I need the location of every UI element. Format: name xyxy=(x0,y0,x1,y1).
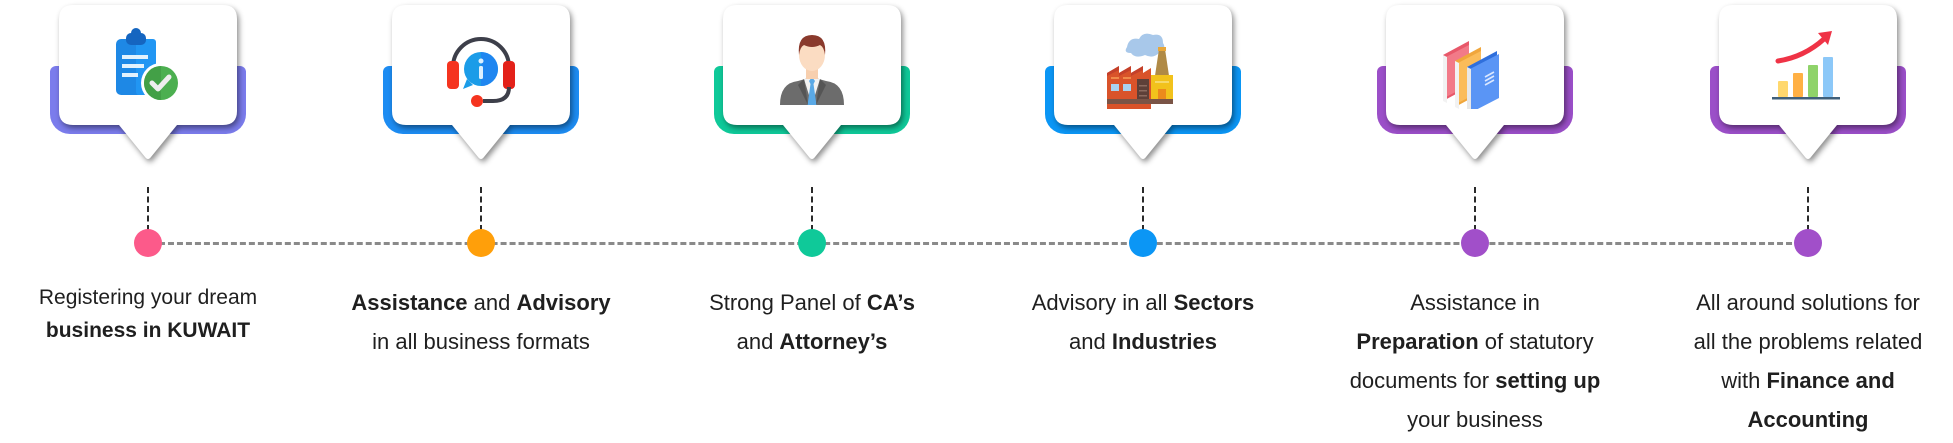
emphasis-text: business in KUWAIT xyxy=(45,319,251,342)
step-connector xyxy=(147,187,149,231)
body-text: your business xyxy=(1407,407,1543,432)
description-line: Advisory in all Sectors xyxy=(978,283,1308,322)
body-text: Registering your dream xyxy=(38,286,258,309)
step-connector xyxy=(811,187,813,231)
description-line: all the problems related xyxy=(1643,322,1953,361)
callout-card xyxy=(392,5,570,165)
emphasis-text: Advisory xyxy=(516,290,611,315)
body-text: of statutory xyxy=(1478,329,1594,354)
step-connector xyxy=(480,187,482,231)
description-line: business in KUWAIT xyxy=(0,314,313,347)
callout-card xyxy=(1386,5,1564,165)
timeline-dot xyxy=(134,229,162,257)
timeline-dot xyxy=(1129,229,1157,257)
emphasis-text: Sectors xyxy=(1173,290,1255,315)
description-line: Assistance in xyxy=(1310,283,1640,322)
description-line: Registering your dream xyxy=(0,281,313,314)
callout-card xyxy=(59,5,237,165)
body-text: and xyxy=(467,290,517,315)
emphasis-text: Preparation xyxy=(1356,329,1479,354)
emphasis-text: CA’s xyxy=(866,290,915,315)
body-text: with xyxy=(1721,368,1767,393)
callout-card xyxy=(723,5,901,165)
timeline-step-assistance-advisory: Assistance and Advisory in all business f… xyxy=(316,0,646,443)
clipboard-check-icon xyxy=(116,28,181,103)
body-text: Assistance in xyxy=(1410,290,1540,315)
step-connector xyxy=(1807,187,1809,231)
emphasis-text: Attorney’s xyxy=(779,329,888,354)
factory-icon xyxy=(1107,33,1173,109)
timeline-step-registration: Registering your dream business in KUWAIT xyxy=(0,0,313,443)
description-line: in all business formats xyxy=(316,322,646,361)
headset-info-icon xyxy=(447,37,515,107)
timeline-dot xyxy=(1794,229,1822,257)
timeline-dot xyxy=(467,229,495,257)
timeline-dot xyxy=(798,229,826,257)
body-text: All around solutions for xyxy=(1696,290,1920,315)
body-text: Advisory in all xyxy=(1031,290,1174,315)
folders-icon xyxy=(1443,41,1499,109)
body-text: in all business formats xyxy=(372,329,590,354)
timeline-connector xyxy=(150,242,1810,245)
description-line: All around solutions for xyxy=(1643,283,1953,322)
description-line: and Attorney’s xyxy=(647,322,977,361)
callout-card xyxy=(1054,5,1232,165)
description-line: and Industries xyxy=(978,322,1308,361)
body-text: all the problems related xyxy=(1693,329,1923,354)
body-text: and xyxy=(1069,329,1112,354)
step-description: All around solutions for all the problems… xyxy=(1643,283,1953,439)
description-line: Preparation of statutory xyxy=(1310,322,1640,361)
businessman-icon xyxy=(780,35,844,105)
emphasis-text: Finance and xyxy=(1766,368,1895,393)
step-connector xyxy=(1142,187,1144,231)
step-description: Registering your dream business in KUWAIT xyxy=(0,281,313,347)
timeline-step-finance: All around solutions for all the problems… xyxy=(1643,0,1953,443)
description-line: your business xyxy=(1310,400,1640,439)
emphasis-text: setting up xyxy=(1495,368,1601,393)
growth-chart-icon xyxy=(1772,31,1840,100)
description-line: documents for setting up xyxy=(1310,361,1640,400)
description-line: Assistance and Advisory xyxy=(316,283,646,322)
description-line: Accounting xyxy=(1643,400,1953,439)
body-text: and xyxy=(736,329,780,354)
emphasis-text: Industries xyxy=(1111,329,1217,354)
callout-card xyxy=(1719,5,1897,165)
emphasis-text: Assistance xyxy=(351,290,468,315)
timeline-dot xyxy=(1461,229,1489,257)
description-line: with Finance and xyxy=(1643,361,1953,400)
step-connector xyxy=(1474,187,1476,231)
body-text: Strong Panel of xyxy=(709,290,867,315)
emphasis-text: Accounting xyxy=(1747,407,1869,432)
body-text: documents for xyxy=(1349,368,1496,393)
description-line: Strong Panel of CA’s xyxy=(647,283,977,322)
step-description: Assistance and Advisory in all business f… xyxy=(316,283,646,361)
